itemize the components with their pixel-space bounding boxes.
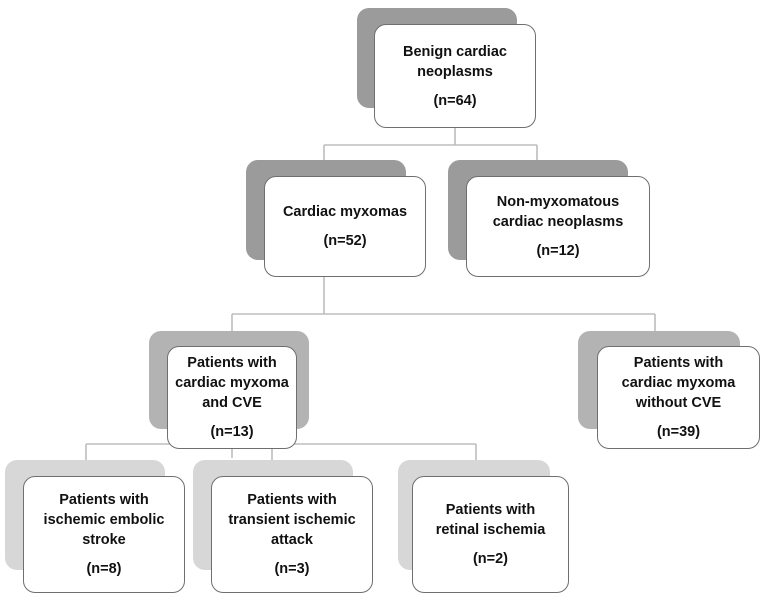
- node-box: Patients with retinal ischemia (n=2): [412, 476, 569, 593]
- node-count: (n=12): [536, 243, 580, 259]
- node-count: (n=3): [274, 561, 310, 577]
- node-label: Patients with retinal ischemia: [435, 502, 546, 538]
- node-count: (n=64): [433, 92, 477, 109]
- node-box: Patients with cardiac myxoma without CVE…: [597, 346, 760, 449]
- node-count: (n=39): [656, 424, 701, 440]
- node-label: Benign cardiac neoplasms: [403, 43, 507, 80]
- node-count: (n=8): [86, 561, 122, 577]
- node-box: Patients with cardiac myxoma and CVE (n=…: [167, 346, 297, 449]
- node-label: Non-myxomatous cardiac neoplasms: [492, 194, 624, 230]
- node-box: Non-myxomatous cardiac neoplasms (n=12): [466, 176, 650, 277]
- node-box: Patients with transient ischemic attack …: [211, 476, 373, 593]
- node-label: Patients with ischemic embolic stroke: [43, 492, 165, 548]
- node-box: Benign cardiac neoplasms (n=64): [374, 24, 536, 128]
- node-label: Patients with transient ischemic attack: [228, 492, 356, 548]
- node-label: Cardiac myxomas: [282, 204, 408, 220]
- node-label: Patients with cardiac myxoma without CVE: [621, 355, 736, 411]
- node-label: Patients with cardiac myxoma and CVE: [175, 355, 289, 411]
- node-count: (n=2): [472, 551, 509, 567]
- node-count: (n=13): [210, 424, 254, 440]
- node-box: Cardiac myxomas (n=52): [264, 176, 426, 277]
- node-count: (n=52): [323, 233, 367, 249]
- node-box: Patients with ischemic embolic stroke (n…: [23, 476, 185, 593]
